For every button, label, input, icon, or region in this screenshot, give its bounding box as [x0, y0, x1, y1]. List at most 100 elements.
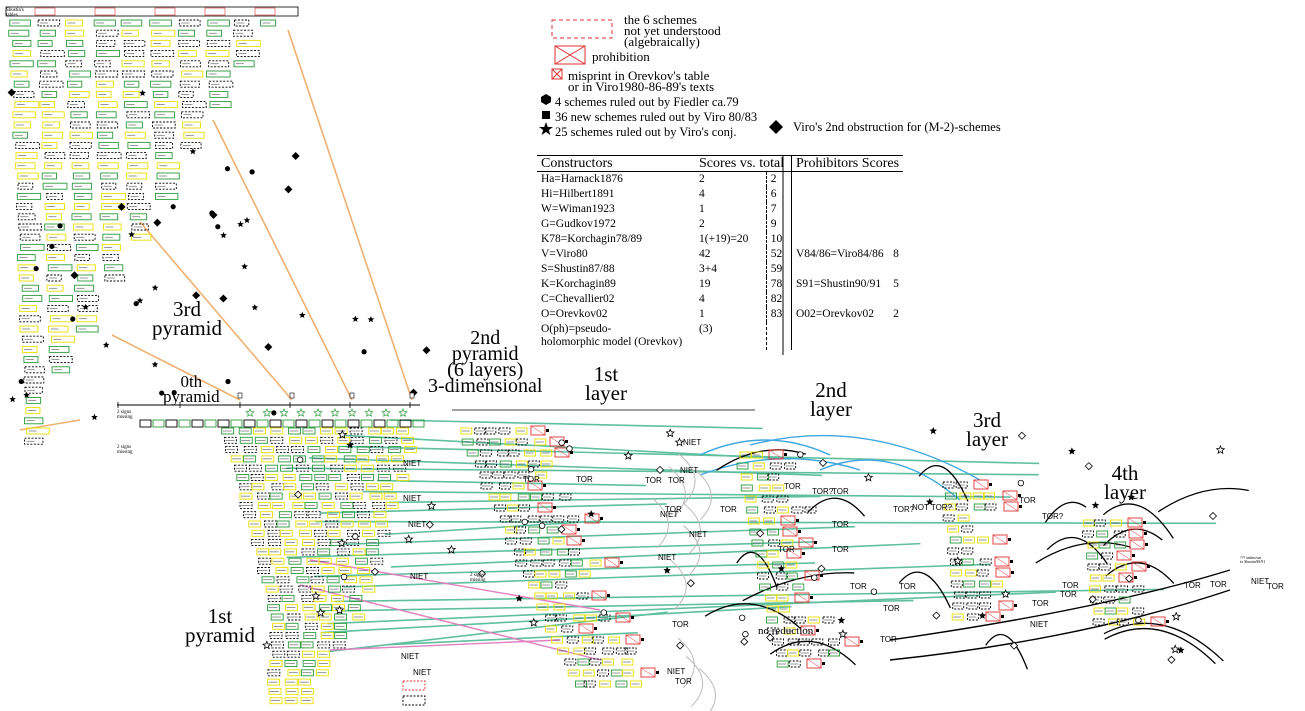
scheme-box [1127, 517, 1143, 528]
scheme-box [359, 576, 373, 584]
square-icon [1132, 554, 1135, 557]
diamond-icon [1208, 511, 1218, 521]
scheme-box [230, 419, 243, 428]
scheme-box [1003, 501, 1019, 512]
scheme-box [328, 474, 342, 481]
scheme-box [258, 557, 272, 565]
scheme-box [576, 592, 589, 600]
dot-icon [215, 224, 221, 230]
scheme-box [597, 669, 610, 677]
scheme-box [154, 131, 175, 139]
scheme-box [334, 622, 348, 630]
star-icon [136, 297, 144, 304]
scheme-box [570, 559, 583, 567]
scheme-box [479, 471, 492, 479]
diamond-icon [117, 202, 126, 211]
scheme-box [300, 641, 314, 649]
scheme-box [1104, 585, 1117, 593]
scheme-box [347, 604, 361, 612]
star-icon [330, 408, 340, 417]
scheme-box [150, 39, 171, 47]
scheme-box [261, 455, 275, 463]
scheme-box [19, 233, 41, 241]
scheme-box [12, 50, 31, 58]
scheme-box [767, 528, 779, 536]
scheme-box [318, 613, 332, 621]
black-arc [1102, 503, 1174, 539]
prohibition-cross [786, 548, 802, 559]
prohibitor-score-cell [889, 262, 903, 277]
prohibitor-cell [791, 322, 890, 350]
scheme-box [583, 680, 596, 688]
star-icon [237, 220, 244, 228]
status-label-niet: NIET [401, 652, 420, 661]
scheme-box [806, 658, 822, 669]
scheme-box [555, 581, 568, 589]
square-icon [570, 451, 573, 454]
orange-line [139, 221, 293, 401]
scheme-box [156, 162, 180, 170]
scheme-box [955, 481, 968, 489]
green-line [315, 520, 1217, 525]
scheme-box [243, 455, 257, 463]
square-icon [1001, 615, 1004, 618]
score-cell: 3+4 [695, 262, 767, 277]
scheme-box [640, 667, 656, 678]
label-layer-3: 3rd layer [966, 408, 1008, 451]
grey-arc [668, 466, 686, 518]
circle-icon [870, 588, 878, 595]
legend-viro-new-text: 36 new schemes ruled out by Viro 80/83 [555, 110, 758, 124]
dot-icon [33, 265, 39, 272]
star-icon [245, 408, 255, 417]
star-icon [91, 413, 98, 421]
prohibitor-score-cell [889, 232, 903, 247]
scheme-box [346, 474, 360, 481]
scheme-box [67, 101, 85, 109]
scheme-box [280, 464, 294, 472]
scheme-box [295, 520, 309, 528]
scheme-box [17, 182, 34, 190]
scheme-box [577, 658, 590, 666]
scheme-box [288, 427, 301, 435]
scheme-box [285, 687, 299, 695]
scheme-box [788, 660, 801, 668]
scheme-box [950, 580, 963, 588]
scheme-box [307, 511, 321, 519]
scheme-box [553, 603, 566, 611]
scheme-box [998, 600, 1014, 611]
scheme-box [484, 460, 497, 468]
score-cell: 2 [695, 171, 767, 187]
label-pyramid-3: 3rd pyramid [152, 297, 222, 340]
note-missing-3: 2 signs missing [470, 573, 486, 583]
scheme-box [236, 39, 261, 47]
status-label-niet: NIET [683, 438, 702, 447]
scheme-box [344, 464, 358, 472]
scheme-box [303, 632, 317, 640]
star-icon [347, 408, 357, 417]
scheme-box [285, 604, 298, 612]
diamond-icon [425, 520, 434, 529]
scheme-box [295, 419, 308, 428]
prohibition-cross [844, 636, 860, 647]
scheme-box [97, 162, 119, 170]
scheme-box [573, 614, 586, 622]
score-cell: (3) [695, 322, 767, 350]
constructor-cell: S=Shustin87/88 [541, 263, 615, 275]
scheme-box [776, 594, 789, 602]
label-layer-2: 2nd layer [810, 378, 852, 421]
diamond-icon [1017, 431, 1026, 440]
scheme-box [330, 464, 344, 472]
prohibition-cross [1131, 561, 1147, 572]
scheme-box [71, 182, 92, 190]
scheme-box [527, 460, 540, 468]
status-label-tor: TOR [645, 476, 662, 485]
scheme-box [321, 567, 335, 574]
scheme-box [64, 29, 85, 37]
scheme-box [602, 647, 615, 655]
scheme-box [74, 284, 95, 292]
scheme-box [178, 39, 200, 47]
scheme-box [534, 570, 547, 578]
scheme-box [350, 436, 364, 444]
